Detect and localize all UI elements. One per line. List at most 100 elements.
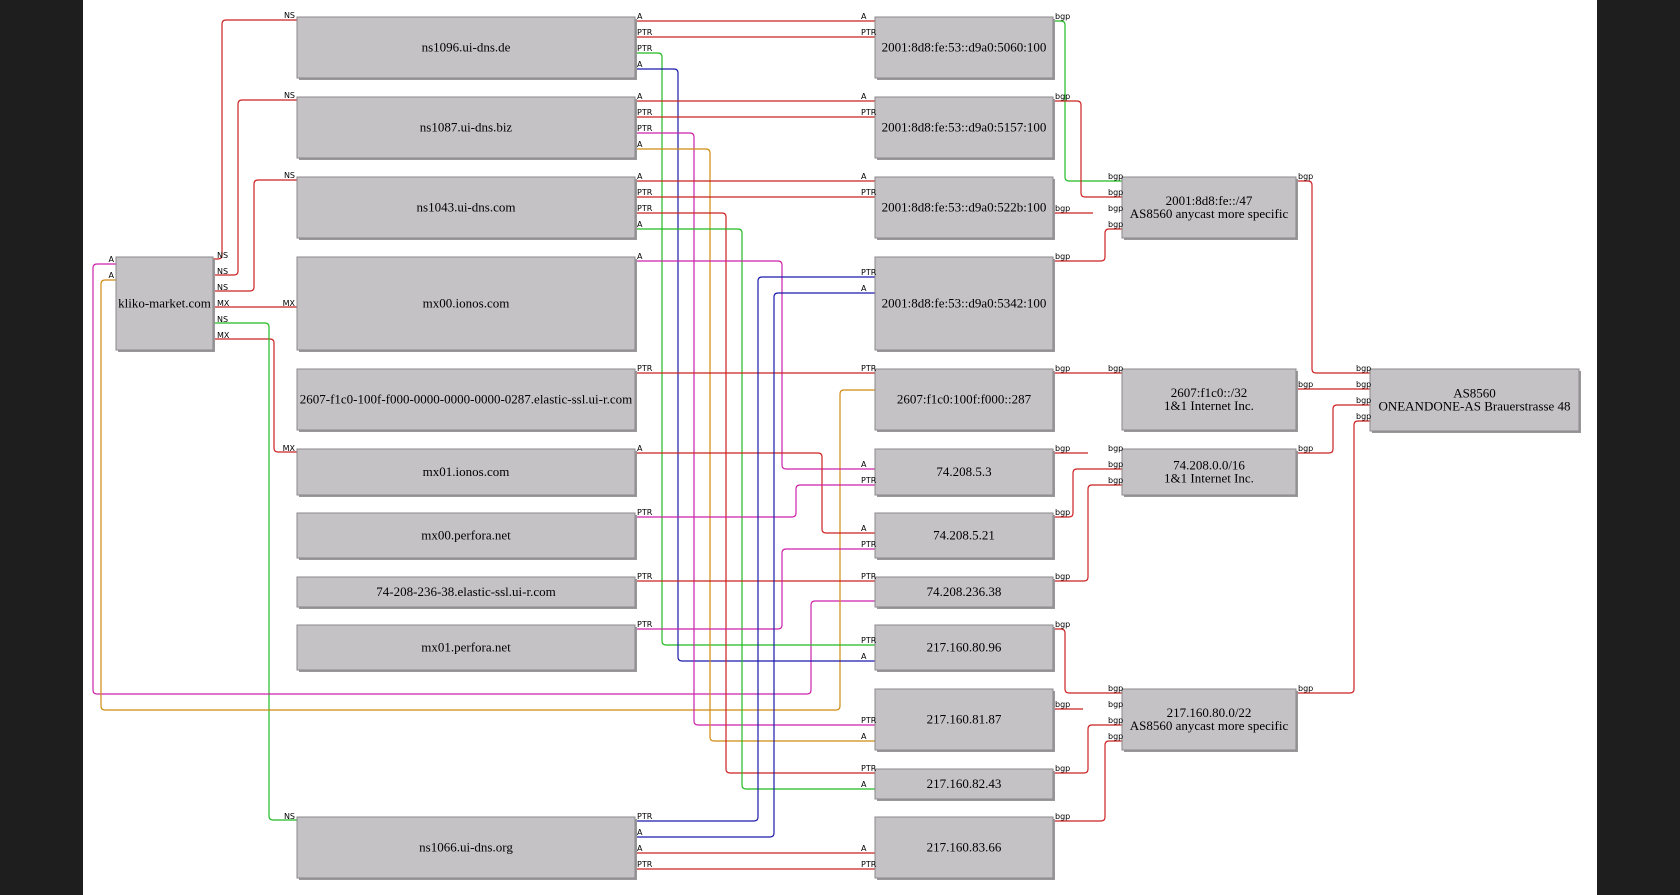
edge-label: NS — [284, 91, 295, 100]
host-node-mx00p[interactable]: mx00.perfora.net — [296, 512, 637, 560]
node-label: 74.208.5.3 — [936, 464, 991, 479]
bgp-edge-ip8243-pfx22 — [1053, 724, 1122, 774]
edge-label: NS — [284, 171, 295, 180]
node-box — [296, 624, 636, 671]
ip-node-ip521[interactable]: 74.208.5.21 — [874, 512, 1055, 560]
edge-label: bgp — [1108, 476, 1123, 485]
bgp-edge-ip23638-pfx16 — [1053, 484, 1122, 582]
node-label: 74.208.0.0/16 — [1173, 458, 1245, 473]
ip-node-ip8366[interactable]: 217.160.83.66 — [874, 816, 1055, 880]
node-box — [296, 16, 636, 79]
edge-label: A — [861, 12, 867, 21]
host-node-mx01i[interactable]: mx01.ionos.com — [296, 448, 637, 497]
ip-node-ip522b[interactable]: 2001:8d8:fe:53::d9a0:522b:100 — [874, 176, 1055, 240]
edge-label: A — [637, 172, 643, 181]
host-node-ns1087[interactable]: ns1087.ui-dns.biz — [296, 96, 637, 160]
prefix-node-pfx16[interactable]: 74.208.0.0/161&1 Internet Inc. — [1121, 448, 1298, 497]
record-edge-mx00p-ip53 — [635, 484, 875, 518]
edge-label: MX — [283, 444, 296, 453]
edge-label: A — [109, 255, 115, 264]
host-node-ns1066[interactable]: ns1066.ui-dns.org — [296, 816, 637, 880]
node-box — [296, 448, 636, 496]
edge-label: PTR — [861, 540, 877, 549]
node-label: mx01.perfora.net — [421, 640, 511, 655]
node-layer: kliko-market.com ns1096.ui-dns.de ns1087.u… — [115, 16, 1581, 880]
edge-label: PTR — [861, 188, 877, 197]
node-box — [296, 256, 636, 351]
bgp-edge-ip8366-pfx22 — [1053, 740, 1122, 822]
ns-edge-ns1096 — [213, 19, 297, 260]
edge-label: bgp — [1298, 684, 1313, 693]
edge-label: PTR — [861, 476, 877, 485]
bgp-edge-ip5342-pfx47 — [1053, 228, 1122, 262]
ip-node-ip8096[interactable]: 217.160.80.96 — [874, 624, 1055, 672]
bgp-edge-pfx16-as8560 — [1296, 404, 1370, 454]
edge-label: bgp — [1108, 444, 1123, 453]
edge-label: bgp — [1055, 620, 1070, 629]
edge-label: PTR — [861, 572, 877, 581]
ip-node-ip5342[interactable]: 2001:8d8:fe:53::d9a0:5342:100 — [874, 256, 1055, 352]
node-box — [1369, 368, 1580, 432]
edge-label: PTR — [861, 636, 877, 645]
host-node-mx01p[interactable]: mx01.perfora.net — [296, 624, 637, 672]
node-label: ns1096.ui-dns.de — [422, 40, 511, 55]
host-node-ns1043[interactable]: ns1043.ui-dns.com — [296, 176, 637, 240]
node-label: 2607:f1c0:100f:f000::287 — [897, 392, 1032, 407]
host-node-mx00i[interactable]: mx00.ionos.com — [296, 256, 637, 352]
ip-node-ip287[interactable]: 2607:f1c0:100f:f000::287 — [874, 368, 1055, 432]
host-node-ns1096[interactable]: ns1096.ui-dns.de — [296, 16, 637, 80]
edge-label: bgp — [1055, 700, 1070, 709]
node-box — [874, 768, 1054, 800]
node-box — [296, 176, 636, 239]
edge-label: bgp — [1108, 220, 1123, 229]
edge-label: PTR — [637, 188, 653, 197]
edge-label: PTR — [861, 108, 877, 117]
node-box — [874, 816, 1054, 879]
host-node-elastic1[interactable]: 2607-f1c0-100f-f000-0000-0000-0000-0287.… — [296, 368, 637, 432]
edge-label: bgp — [1055, 92, 1070, 101]
node-box — [874, 448, 1054, 496]
record-edge-ns1066-ip5342 — [635, 292, 875, 838]
host-node-elastic2[interactable]: 74-208-236-38.elastic-ssl.ui-r.com — [296, 576, 637, 609]
domain-node-kliko-market[interactable]: kliko-market.com — [115, 256, 215, 352]
node-label: ns1066.ui-dns.org — [419, 840, 513, 855]
edge-label: bgp — [1298, 172, 1313, 181]
ip-node-ip8243[interactable]: 217.160.82.43 — [874, 768, 1055, 801]
node-label: 2607:f1c0::/32 — [1171, 385, 1248, 400]
edge-label: NS — [217, 315, 228, 324]
node-box — [296, 816, 636, 879]
record-edge-ns1043-ip8243 — [635, 212, 875, 774]
node-label: mx01.ionos.com — [423, 464, 510, 479]
edge-label: NS — [284, 11, 295, 20]
ip-node-ip8187[interactable]: 217.160.81.87 — [874, 688, 1055, 752]
edge-label: PTR — [637, 508, 653, 517]
node-label: 217.160.80.0/22 — [1167, 705, 1252, 720]
edge-label: bgp — [1108, 716, 1123, 725]
dns-topology-graph: kliko-market.com ns1096.ui-dns.de ns1087.u… — [92, 11, 1581, 880]
prefix-node-pfx32[interactable]: 2607:f1c0::/321&1 Internet Inc. — [1121, 368, 1298, 432]
ip-node-ip23638[interactable]: 74.208.236.38 — [874, 576, 1055, 609]
edge-label: A — [637, 220, 643, 229]
a-edge-domain-23638 — [92, 263, 875, 695]
ip-node-ip5157[interactable]: 2001:8d8:fe:53::d9a0:5157:100 — [874, 96, 1055, 160]
node-label: 2001:8d8:fe:53::d9a0:5060:100 — [882, 40, 1047, 55]
edge-label: A — [637, 92, 643, 101]
edge-label: bgp — [1108, 172, 1123, 181]
edge-label: bgp — [1356, 396, 1371, 405]
record-edge-mx00i-ip53 — [635, 260, 875, 470]
record-edge-ns1096-ip8096 — [635, 52, 875, 646]
edge-label: bgp — [1055, 812, 1070, 821]
edge-label: A — [637, 12, 643, 21]
edge-label: bgp — [1108, 732, 1123, 741]
node-box — [1121, 448, 1297, 496]
node-label: mx00.perfora.net — [421, 528, 511, 543]
edge-label: PTR — [861, 364, 877, 373]
edge-label: bgp — [1108, 700, 1123, 709]
node-label: 217.160.83.66 — [927, 840, 1002, 855]
node-label: 2607-f1c0-100f-f000-0000-0000-0000-0287.… — [300, 392, 633, 407]
ip-node-ip5060[interactable]: 2001:8d8:fe:53::d9a0:5060:100 — [874, 16, 1055, 80]
ip-node-ip53[interactable]: 74.208.5.3 — [874, 448, 1055, 497]
